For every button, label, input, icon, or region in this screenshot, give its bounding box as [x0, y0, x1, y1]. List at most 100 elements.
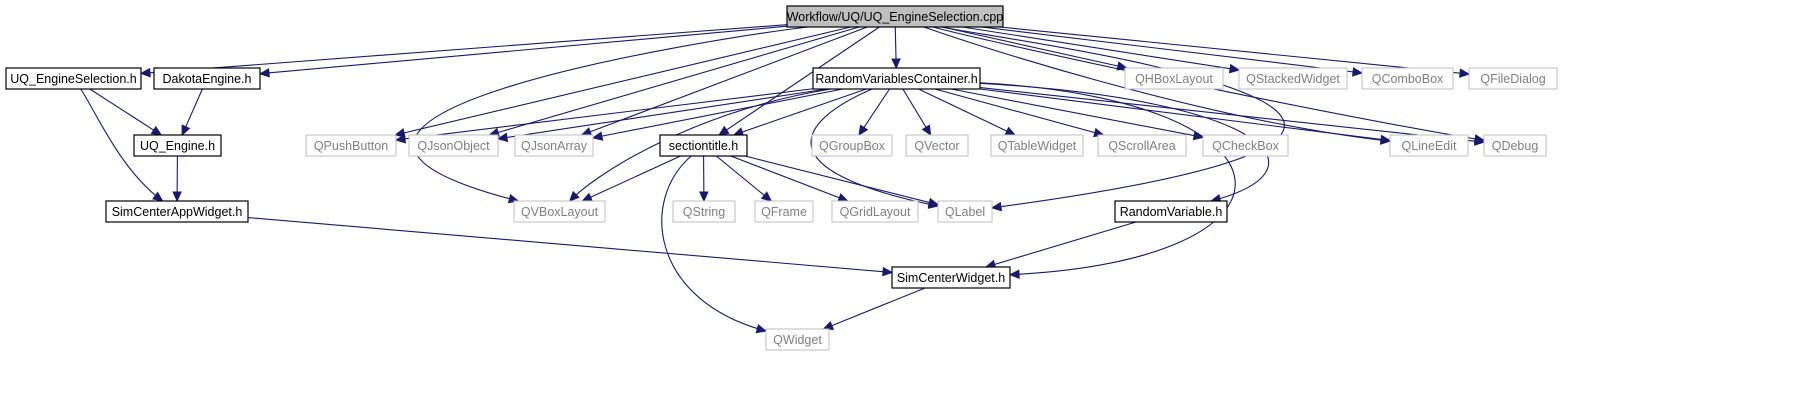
node-label: SimCenterAppWidget.h	[112, 205, 243, 219]
node-box	[153, 67, 261, 90]
edge-root-to-qpush	[394, 26, 851, 138]
edge-rvc-to-qpush	[394, 88, 814, 144]
edge-arrowhead	[139, 67, 151, 78]
node-dakotaengine-h[interactable]: DakotaEngine.h	[153, 67, 261, 90]
node-qstring[interactable]: QString	[672, 200, 736, 223]
node-box	[786, 5, 1004, 28]
node-qcheckbox[interactable]: QCheckBox	[1202, 134, 1289, 157]
node-label: QJsonArray	[521, 139, 588, 153]
edge-rvc-to-qcheck	[951, 88, 1205, 141]
edge-arrowhead	[1351, 67, 1364, 77]
node-uq-engineselection-h[interactable]: UQ_EngineSelection.h	[5, 67, 142, 90]
node-box	[831, 200, 919, 223]
edge-line	[962, 26, 1240, 71]
edge-sect-to-qlabel	[744, 155, 940, 207]
edge-line	[918, 88, 1016, 136]
edge-arrowhead	[1379, 134, 1392, 145]
edge-line	[582, 155, 681, 202]
node-qdebug[interactable]: QDebug	[1483, 134, 1547, 157]
node-qlabel[interactable]: QLabel	[937, 200, 993, 223]
edge-sect-to-qstring	[699, 155, 709, 203]
node-qframe[interactable]: QFrame	[754, 200, 814, 223]
edge-rvc-to-qvec	[902, 88, 932, 137]
node-label: QCheckBox	[1212, 139, 1279, 153]
node-qgridlayout[interactable]: QGridLayout	[831, 200, 919, 223]
node-qcombobox[interactable]: QComboBox	[1361, 67, 1454, 90]
node-box	[990, 134, 1084, 157]
node-qjsonobject[interactable]: QJsonObject	[408, 134, 499, 157]
node-qfiledialog[interactable]: QFileDialog	[1468, 67, 1558, 90]
node-qlineedit[interactable]: QLineEdit	[1389, 134, 1469, 157]
edge-uqsel-to-uqeng	[89, 88, 163, 136]
node-qtablewidget[interactable]: QTableWidget	[990, 134, 1084, 157]
node-uq-engine-h[interactable]: UQ_Engine.h	[133, 134, 222, 157]
edge-line	[581, 26, 868, 136]
edge-arrowhead	[591, 131, 604, 141]
edge-line	[140, 24, 788, 74]
node-label: QTableWidget	[998, 139, 1077, 153]
edge-arrowhead	[990, 201, 1003, 212]
edge-line	[979, 82, 1236, 276]
node-workflow-uq-uq-engineselection-cpp[interactable]: Workflow/UQ/UQ_EngineSelection.cpp	[786, 5, 1004, 28]
node-qjsonarray[interactable]: QJsonArray	[514, 134, 594, 157]
node-label: RandomVariablesContainer.h	[815, 72, 977, 86]
node-label: UQ_Engine.h	[140, 139, 215, 153]
edge-line	[395, 26, 851, 136]
node-qwidget[interactable]: QWidget	[765, 328, 830, 351]
node-label: QStackedWidget	[1246, 72, 1340, 86]
edge-line	[942, 26, 1127, 69]
edge-root-to-qfile	[999, 26, 1471, 78]
nodes-layer: Workflow/UQ/UQ_EngineSelection.cppUQ_Eng…	[5, 5, 1558, 351]
edge-arrowhead	[760, 191, 773, 202]
edge-root-to-uqsel	[139, 24, 788, 78]
edge-line	[999, 26, 1470, 75]
edge-arrowhead	[152, 191, 164, 202]
edge-arrowhead	[394, 134, 407, 144]
edge-line	[733, 88, 867, 136]
edge-arrowhead	[755, 323, 768, 334]
node-sectiontitle-h[interactable]: sectiontitle.h	[659, 134, 748, 157]
node-label: QGridLayout	[840, 205, 911, 219]
edge-arrowhead	[580, 127, 593, 137]
edge-arrowhead	[394, 128, 406, 138]
edge-line	[934, 88, 1104, 136]
edge-sect-to-qwidget	[661, 155, 768, 334]
edge-arrowhead	[1008, 269, 1020, 280]
node-qpushbutton[interactable]: QPushButton	[305, 134, 397, 157]
node-box	[514, 134, 594, 157]
edge-rvc-to-scw	[979, 82, 1236, 280]
edge-uqsel-to-scaw	[80, 88, 164, 202]
node-qvboxlayout[interactable]: QVBoxLayout	[513, 200, 606, 223]
edge-arrowhead	[822, 321, 835, 330]
edge-arrowhead	[891, 58, 901, 70]
node-qstackedwidget[interactable]: QStackedWidget	[1238, 67, 1348, 90]
node-qscrollarea[interactable]: QScrollArea	[1097, 134, 1187, 157]
edge-arrowhead	[1004, 126, 1017, 136]
node-label: QScrollArea	[1108, 139, 1175, 153]
edge-arrowhead	[581, 192, 594, 202]
node-randomvariablescontainer-h[interactable]: RandomVariablesContainer.h	[812, 67, 981, 90]
node-randomvariable-h[interactable]: RandomVariable.h	[1114, 200, 1228, 223]
node-simcenterwidget-h[interactable]: SimCenterWidget.h	[891, 266, 1011, 289]
edge-arrowhead	[1228, 63, 1241, 74]
edge-arrowhead	[1474, 136, 1486, 146]
node-box	[105, 200, 249, 223]
node-qvector[interactable]: QVector	[905, 134, 969, 157]
node-label: QWidget	[773, 333, 822, 347]
node-qgroupbox[interactable]: QGroupBox	[811, 134, 893, 157]
edge-root-to-sect	[718, 26, 880, 136]
edge-sect-to-qgrid	[730, 155, 849, 203]
edge-rvc-to-qscroll	[934, 88, 1105, 138]
node-box	[408, 134, 499, 157]
node-box	[905, 134, 969, 157]
node-label: RandomVariable.h	[1120, 205, 1223, 219]
edge-root-to-rvc	[891, 26, 901, 70]
node-simcenterappwidget-h[interactable]: SimCenterAppWidget.h	[105, 200, 249, 223]
edge-scaw-to-scw	[247, 217, 894, 277]
edge-root-to-qhbox	[942, 26, 1128, 71]
node-box	[5, 67, 142, 90]
node-box	[765, 328, 830, 351]
node-qhboxlayout[interactable]: QHBoxLayout	[1124, 67, 1224, 90]
edge-arrowhead	[181, 124, 191, 137]
